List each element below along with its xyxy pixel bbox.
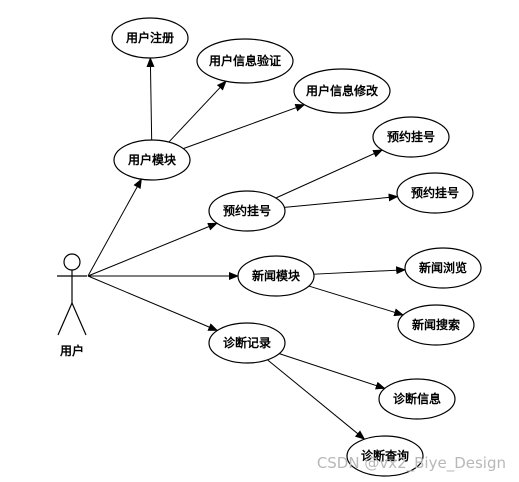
actor-left-leg (57, 302, 73, 336)
usecase-user-register[interactable]: 用户注册 (111, 17, 189, 59)
actor-head (63, 253, 81, 271)
usecase-news-module[interactable]: 新闻模块 (237, 255, 315, 297)
edge-user_module-to-user_verify (168, 80, 227, 143)
actor-right-leg (71, 302, 87, 336)
usecase-booking-b[interactable]: 预约挂号 (396, 172, 474, 214)
usecase-diagnosis-query[interactable]: 诊断查询 (346, 435, 424, 477)
edge-booking_module-to-booking_a (275, 149, 384, 199)
edge-news_module-to-news_search (308, 285, 405, 317)
usecase-label: 新闻模块 (252, 268, 301, 283)
usecase-label: 新闻搜索 (412, 317, 460, 332)
edge-diagnosis_module-to-diagnosis_info (279, 353, 386, 390)
actor-user: 用户 (57, 253, 87, 358)
usecase-label: 诊断信息 (393, 391, 441, 406)
edge-actor-to-user_module (87, 178, 142, 277)
usecase-label: 诊断记录 (223, 335, 271, 350)
edge-actor-to-booking_module (87, 222, 218, 277)
usecase-diagnosis-module[interactable]: 诊断记录 (208, 322, 286, 364)
usecase-user-modify[interactable]: 用户信息修改 (293, 68, 391, 114)
usecase-news-browse[interactable]: 新闻浏览 (404, 247, 482, 289)
usecase-news-search[interactable]: 新闻搜索 (397, 304, 475, 346)
usecase-label: 用户注册 (125, 30, 174, 45)
usecase-label: 诊断查询 (361, 448, 409, 463)
usecase-label: 用户信息修改 (305, 83, 379, 98)
usecase-diagnosis-info[interactable]: 诊断信息 (378, 378, 456, 420)
usecase-label: 预约挂号 (223, 203, 271, 218)
actor-label: 用户 (59, 343, 84, 358)
usecase-label: 预约挂号 (411, 185, 459, 200)
edge-user_module-to-user_modify (183, 103, 306, 150)
usecase-label: 新闻浏览 (419, 260, 467, 275)
edge-booking_module-to-booking_b (284, 193, 399, 208)
usecase-booking-a[interactable]: 预约挂号 (372, 116, 450, 158)
usecase-booking-module[interactable]: 预约挂号 (208, 190, 286, 232)
usecase-user-module[interactable]: 用户模块 (113, 139, 191, 181)
edge-diagnosis_module-to-diagnosis_query (267, 359, 366, 440)
usecase-label: 预约挂号 (387, 129, 435, 144)
usecase-label: 用户模块 (127, 152, 177, 167)
watermark: CSDN @vx2_Biye_Design (317, 454, 506, 473)
usecase-label: 用户信息验证 (208, 53, 281, 68)
edge-actor-to-diagnosis_module (87, 275, 219, 331)
usecase-user-verify[interactable]: 用户信息验证 (196, 38, 294, 84)
edge-user_module-to-user_register (146, 56, 155, 141)
edges-layer (87, 56, 407, 440)
edge-news_module-to-news_browse (313, 266, 407, 275)
